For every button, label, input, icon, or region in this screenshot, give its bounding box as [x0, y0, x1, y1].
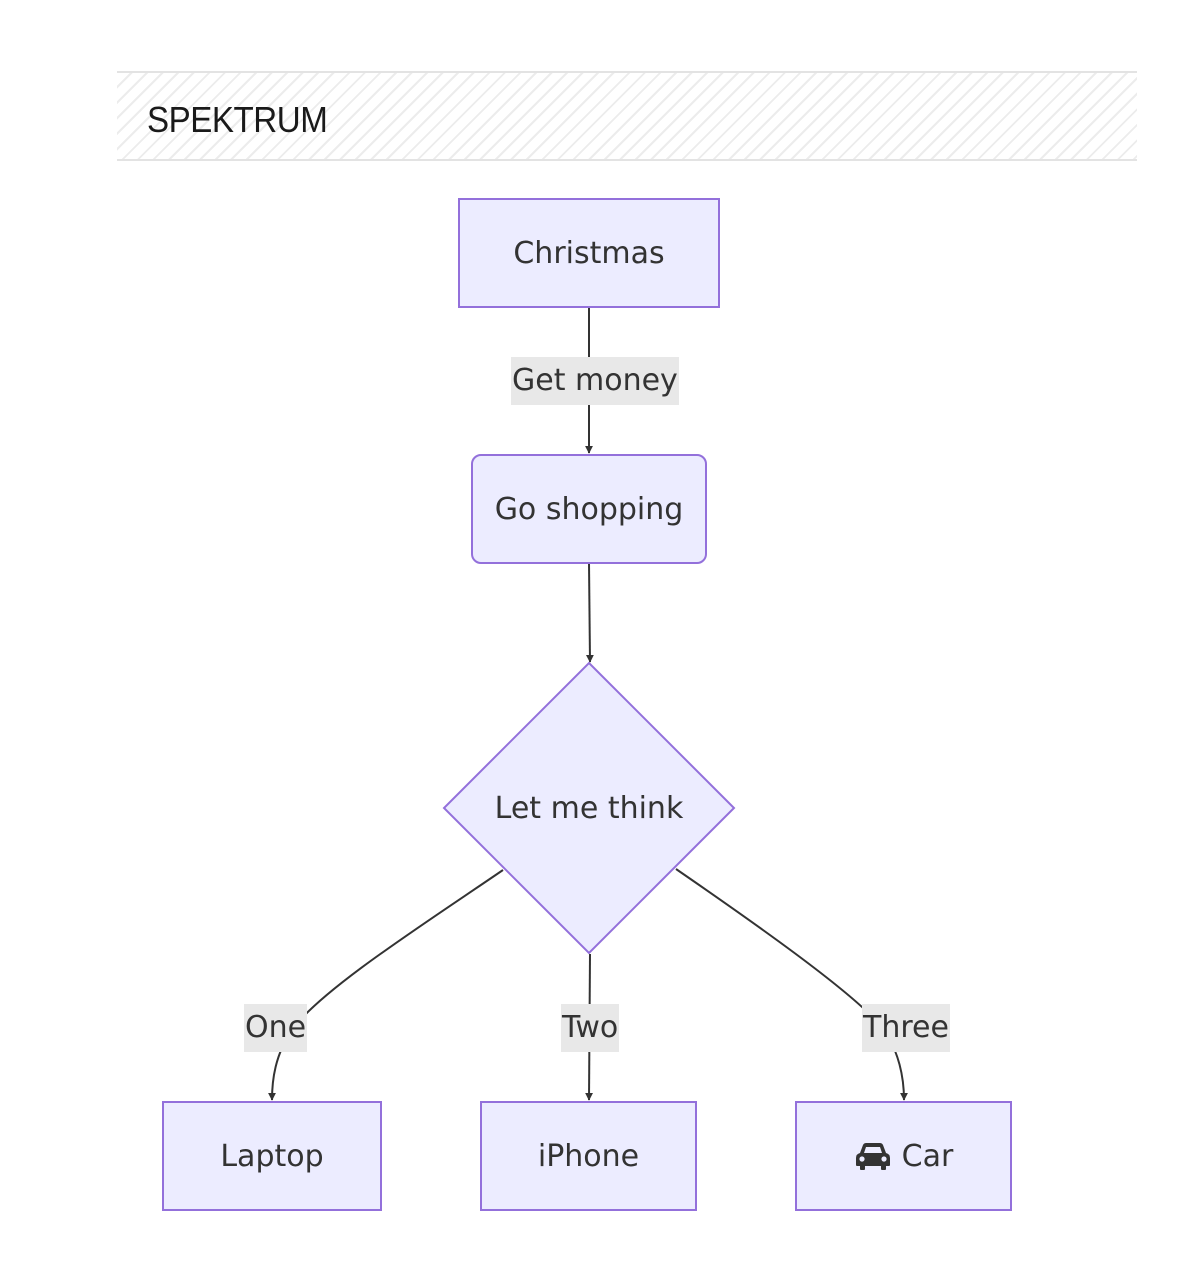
node-go-shopping: Go shopping — [471, 454, 707, 564]
diagram-title: SPEKTRUM — [147, 99, 328, 140]
node-iphone: iPhone — [480, 1101, 697, 1211]
node-laptop-label: Laptop — [220, 1138, 324, 1174]
edge-label-one: One — [244, 1004, 308, 1052]
edge-go-shopping-decision — [585, 562, 594, 663]
node-christmas: Christmas — [458, 198, 720, 308]
node-car: Car — [795, 1101, 1012, 1211]
edge-label-two: Two — [561, 1004, 620, 1052]
edge-decision-car — [675, 868, 908, 1101]
node-christmas-label: Christmas — [513, 235, 665, 271]
node-car-label: Car — [901, 1138, 954, 1174]
edge-label-three: Three — [862, 1004, 950, 1052]
edge-decision-laptop — [268, 869, 504, 1101]
node-go-shopping-label: Go shopping — [494, 491, 684, 527]
node-laptop: Laptop — [162, 1101, 382, 1211]
decision-diamond — [442, 661, 736, 955]
car-icon — [855, 1143, 890, 1170]
node-iphone-label: iPhone — [537, 1138, 640, 1174]
diagram-header: SPEKTRUM — [117, 71, 1137, 161]
edge-label-get-money: Get money — [511, 357, 679, 405]
node-decision-label: Let me think — [494, 790, 684, 826]
